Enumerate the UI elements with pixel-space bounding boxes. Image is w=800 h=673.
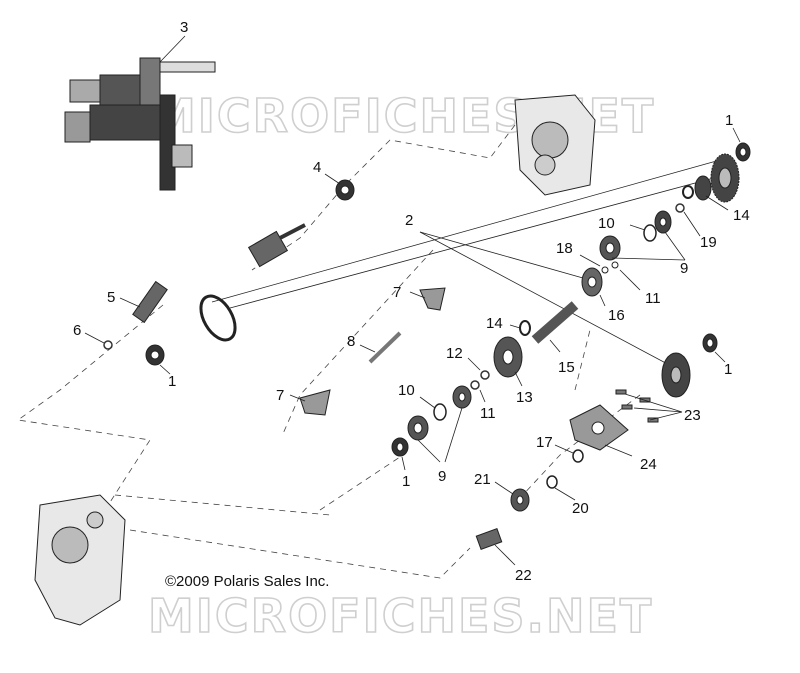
drive-belt-part <box>199 294 237 342</box>
gear-1-top-part <box>710 153 740 203</box>
watermark-bottom: MICROFICHES.NET <box>148 589 653 643</box>
callout-13: 13 <box>516 389 533 406</box>
callout-21: 21 <box>474 471 491 488</box>
callout-7: 7 <box>393 284 401 301</box>
ring-12-part <box>480 370 490 380</box>
callout-labels: 3 1 4 2 14 10 19 18 9 11 16 5 7 6 14 8 1… <box>73 19 750 584</box>
shift-fork-lower-part <box>299 389 331 416</box>
ring-11-lower-part <box>470 380 480 390</box>
callout-9: 9 <box>680 260 688 277</box>
case-cover-part <box>514 94 596 196</box>
callout-16: 16 <box>608 307 625 324</box>
callout-14: 14 <box>486 315 503 332</box>
shift-fork-upper-part <box>419 287 446 311</box>
sensor-22-part <box>475 528 503 550</box>
gear-16-part <box>581 267 603 297</box>
snap-ring-10-lower-part <box>433 403 447 421</box>
callout-6: 6 <box>73 322 81 339</box>
callout-17: 17 <box>536 434 553 451</box>
bearing-9-lower-part <box>407 385 472 441</box>
bearing-21-part <box>510 488 530 512</box>
callout-1: 1 <box>724 361 732 378</box>
plate-24-part <box>569 404 629 451</box>
snap-ring-14-middle-part <box>519 320 531 336</box>
callout-12: 12 <box>446 345 463 362</box>
callout-4: 4 <box>313 159 321 176</box>
copyright-notice: ©2009 Polaris Sales Inc. <box>165 573 329 590</box>
callout-7: 7 <box>276 387 284 404</box>
bearing-1-middle-part <box>702 333 718 353</box>
gear-14-top-part <box>682 175 712 201</box>
belt-lines <box>211 159 726 369</box>
callout-8: 8 <box>347 333 355 350</box>
callout-18: 18 <box>556 240 573 257</box>
gear-1-middle-part <box>661 352 691 398</box>
washer-19-part <box>675 203 685 213</box>
callout-1: 1 <box>168 373 176 390</box>
bearing-1-top-part <box>735 142 751 162</box>
sensor-5-part <box>132 280 168 324</box>
callout-22: 22 <box>515 567 532 584</box>
input-shaft-part <box>247 223 306 268</box>
shift-rod-8-part <box>368 331 402 364</box>
callout-11: 11 <box>645 290 661 307</box>
callout-20: 20 <box>572 500 589 517</box>
callout-9: 9 <box>438 468 446 485</box>
bolts-23-part <box>615 389 659 423</box>
callout-10: 10 <box>398 382 415 399</box>
bearing-1-left-part <box>145 344 165 366</box>
gear-13-part <box>493 336 523 378</box>
callout-10: 10 <box>598 215 615 232</box>
ring-17-part <box>572 449 584 463</box>
callout-1: 1 <box>725 112 733 129</box>
callout-1: 1 <box>402 473 410 490</box>
ring-20-part <box>546 475 558 489</box>
callout-14: 14 <box>733 207 750 224</box>
callout-11: 11 <box>480 405 496 422</box>
shaft-cluster-part <box>64 57 216 191</box>
shaft-15-part <box>531 301 579 344</box>
bearing-1-lower-part <box>391 437 409 457</box>
bearing-4-part <box>335 179 355 201</box>
callout-5: 5 <box>107 289 115 306</box>
snap-ring-10-top-part <box>643 224 657 242</box>
o-ring-6-part <box>103 340 113 350</box>
callout-19: 19 <box>700 234 717 251</box>
small-rings-18-part <box>601 261 619 274</box>
transmission-case-part <box>34 494 126 626</box>
callout-15: 15 <box>558 359 575 376</box>
callout-3: 3 <box>180 19 188 36</box>
bearing-9-top-part <box>599 210 672 261</box>
callout-2: 2 <box>405 212 413 229</box>
callout-23: 23 <box>684 407 701 424</box>
dashed-assembly-lines <box>16 124 641 579</box>
callout-24: 24 <box>640 456 657 473</box>
